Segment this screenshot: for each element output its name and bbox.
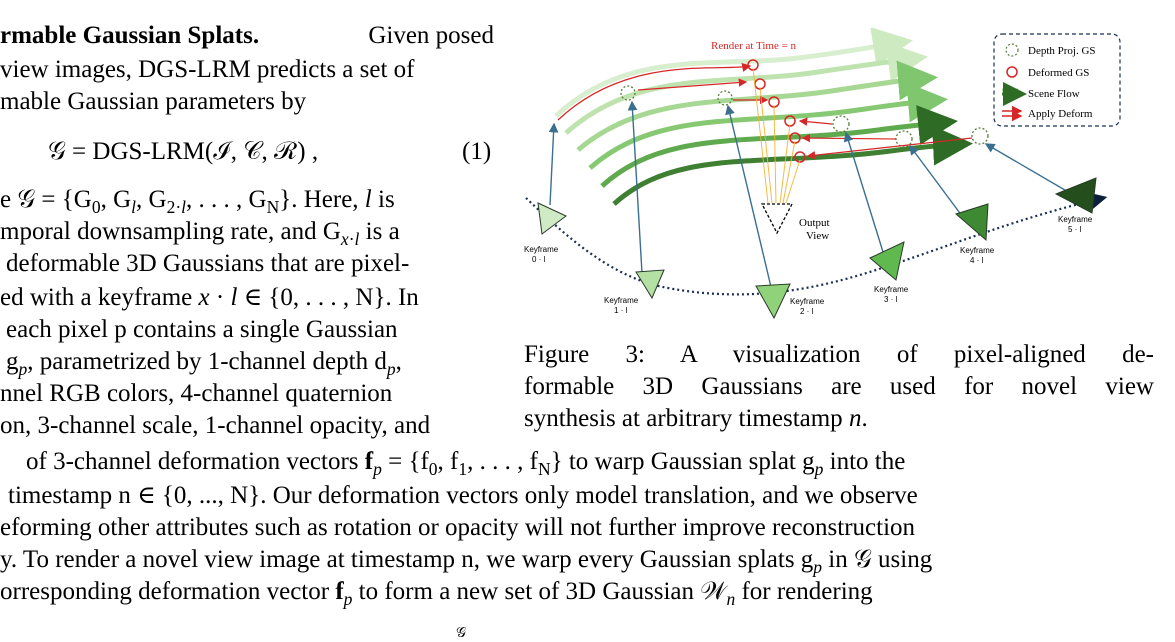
text-line-10: gp, parametrized by 1-channel depth dp, xyxy=(6,348,402,379)
keyframe-4-index: 4 · l xyxy=(970,256,984,265)
figure-caption-line-3: synthesis at arbitrary timestamp n. xyxy=(524,405,868,432)
text-line-3: mable Gaussian parameters by xyxy=(0,88,307,115)
figure-caption-line-1: Figure 3: A visualization of pixel-align… xyxy=(524,341,1154,368)
body-line-5: orresponding deformation vector fp to fo… xyxy=(0,578,873,609)
legend-scene-flow: Scene Flow xyxy=(1028,88,1080,100)
body-line-1: of 3-channel deformation vectors fp = {f… xyxy=(26,448,906,479)
keyframe-4-label: Keyframe xyxy=(960,246,995,255)
legend-deformed: Deformed GS xyxy=(1028,67,1089,79)
keyframe-2-label: Keyframe xyxy=(790,297,825,306)
keyframe-0-index: 0 · l xyxy=(532,255,546,264)
keyframe-1-index: 1 · l xyxy=(614,306,628,315)
legend-apply-deform: Apply Deform xyxy=(1028,108,1093,120)
figure-caption-line-2: formable 3D Gaussians are used for novel… xyxy=(524,373,1154,400)
body-line-2: timestamp n ∈ {0, ..., N}. Our deformati… xyxy=(8,482,918,509)
text-line-7: deformable 3D Gaussians that are pixel- xyxy=(6,250,410,277)
keyframe-2-index: 2 · l xyxy=(800,307,814,316)
legend: Depth Proj. GS Deformed GS Scene Flow Ap… xyxy=(993,33,1121,127)
keyframe-5-label: Keyframe xyxy=(1058,215,1093,224)
legend-depth-proj: Depth Proj. GS xyxy=(1028,45,1096,57)
keyframe-0-label: Keyframe xyxy=(524,245,559,254)
keyframe-3-index: 3 · l xyxy=(884,295,898,304)
keyframe-1-label: Keyframe xyxy=(604,296,639,305)
text-line-5: e 𝒢 = {G0, Gl, G2·l, . . . , GN}. Here, … xyxy=(0,186,395,217)
equation-number: (1) xyxy=(462,138,492,165)
output-view-camera xyxy=(760,203,794,235)
camera-trajectory xyxy=(525,191,1108,296)
text-line-6: mporal downsampling rate, and Gx·l is a xyxy=(0,218,400,249)
output-view-label: Output xyxy=(799,217,830,229)
paragraph-heading: rmable Gaussian Splats. xyxy=(0,22,260,49)
projection-arrows xyxy=(548,100,1071,309)
render-rays xyxy=(752,67,801,204)
equation: 𝒢 = DGS-LRM(ℐ, 𝒞, ℛ) , xyxy=(48,138,319,165)
next-equation-fragment: 𝒢 xyxy=(456,626,466,641)
render-time-label: Render at Time = n xyxy=(711,40,797,52)
text-line-12: on, 3-channel scale, 1-channel opacity, … xyxy=(0,412,431,439)
keyframe-cameras xyxy=(537,177,1097,320)
text-line-8: ed with a keyframe x · l ∈ {0, . . . , N… xyxy=(0,284,419,311)
keyframe-3-label: Keyframe xyxy=(874,285,909,294)
body-line-4: y. To render a novel view image at times… xyxy=(0,546,933,577)
figure-3-diagram: Render at Time = n Output View xyxy=(524,28,1121,320)
body-line-3: eforming other attributes such as rotati… xyxy=(0,514,916,541)
text-line-2: view images, DGS-LRM predicts a set of xyxy=(0,56,415,83)
text-line-1: rmable Gaussian Splats. Given posed xyxy=(0,22,494,49)
keyframe-5-index: 5 · l xyxy=(1068,225,1082,234)
output-view-label-2: View xyxy=(806,230,829,242)
text-line-11: nnel RGB colors, 4-channel quaternion xyxy=(0,380,393,407)
text-line-9: each pixel p contains a single Gaussian xyxy=(6,316,398,343)
